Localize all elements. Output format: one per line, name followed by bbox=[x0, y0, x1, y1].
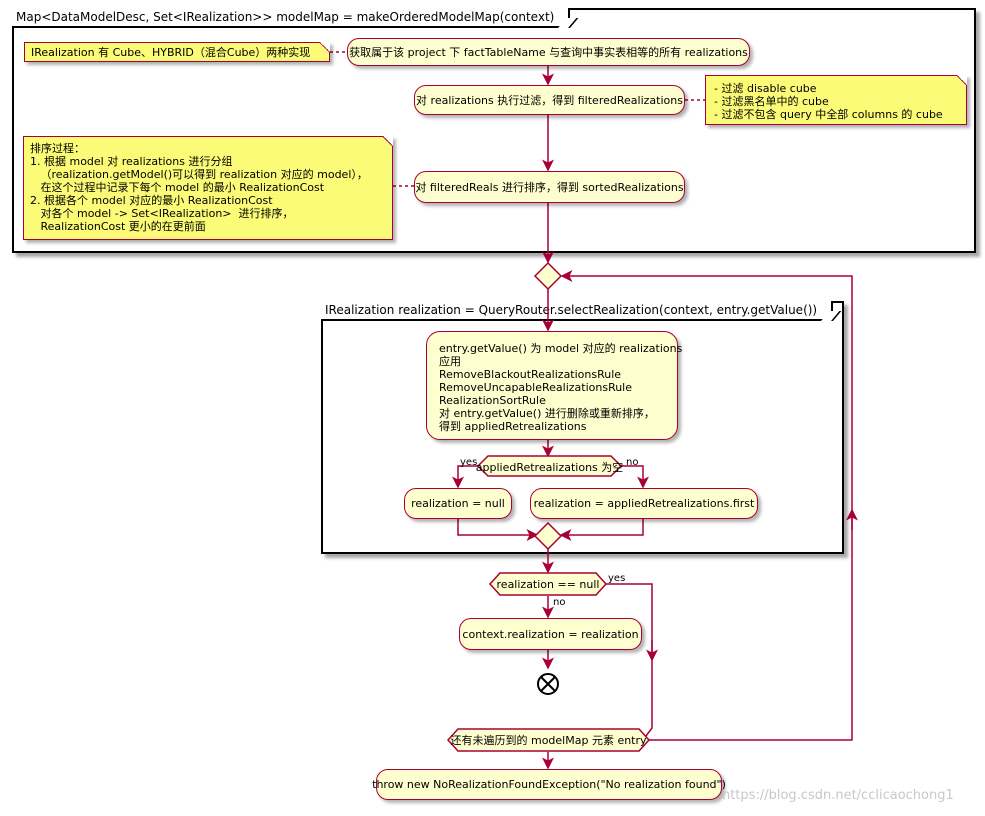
activity-get-realizations: 获取属于该 project 下 factTableName 与查询中事实表相等的… bbox=[347, 38, 750, 66]
activity-filter-realizations: 对 realizations 执行过滤，得到 filteredRealizati… bbox=[414, 85, 685, 115]
label-applied-yes: yes bbox=[460, 457, 478, 468]
label-null-no: no bbox=[553, 597, 566, 608]
activity-apply-rules: entry.getValue() 为 model 对应的 realization… bbox=[426, 331, 682, 440]
outer-frame-title: Map<DataModelDesc, Set<IRealization>> mo… bbox=[12, 8, 571, 28]
activity-set-null: realization = null bbox=[404, 488, 512, 519]
decision-realization-null: realization == null bbox=[496, 577, 600, 591]
note-sort-process: 排序过程： 1. 根据 model 对 realizations 进行分组 （r… bbox=[23, 136, 393, 240]
end-node-icon bbox=[537, 673, 559, 695]
activity-sort-realizations: 对 filteredReals 进行排序，得到 sortedRealizatio… bbox=[414, 171, 685, 203]
activity-set-context: context.realization = realization bbox=[459, 618, 642, 650]
note-realization-types: IRealization 有 Cube、HYBRID（混合Cube）两种实现 bbox=[24, 42, 330, 62]
decision-applied-empty: appliedRetrealizations 为空 bbox=[475, 460, 624, 474]
watermark: https://blog.csdn.net/cclicaochong1 bbox=[722, 788, 954, 803]
label-applied-no: no bbox=[626, 457, 639, 468]
activity-throw-exception: throw new NoRealizationFoundException("N… bbox=[372, 769, 726, 800]
inner-frame-title: IRealization realization = QueryRouter.s… bbox=[321, 301, 834, 321]
label-null-yes: yes bbox=[608, 573, 626, 584]
note-filter-rules: - 过滤 disable cube - 过滤黑名单中的 cube - 过滤不包含… bbox=[705, 75, 967, 125]
decision-has-more-entries: 还有未遍历到的 modelMap 元素 entry bbox=[450, 734, 647, 747]
activity-set-first: realization = appliedRetrealizations.fir… bbox=[530, 488, 758, 519]
